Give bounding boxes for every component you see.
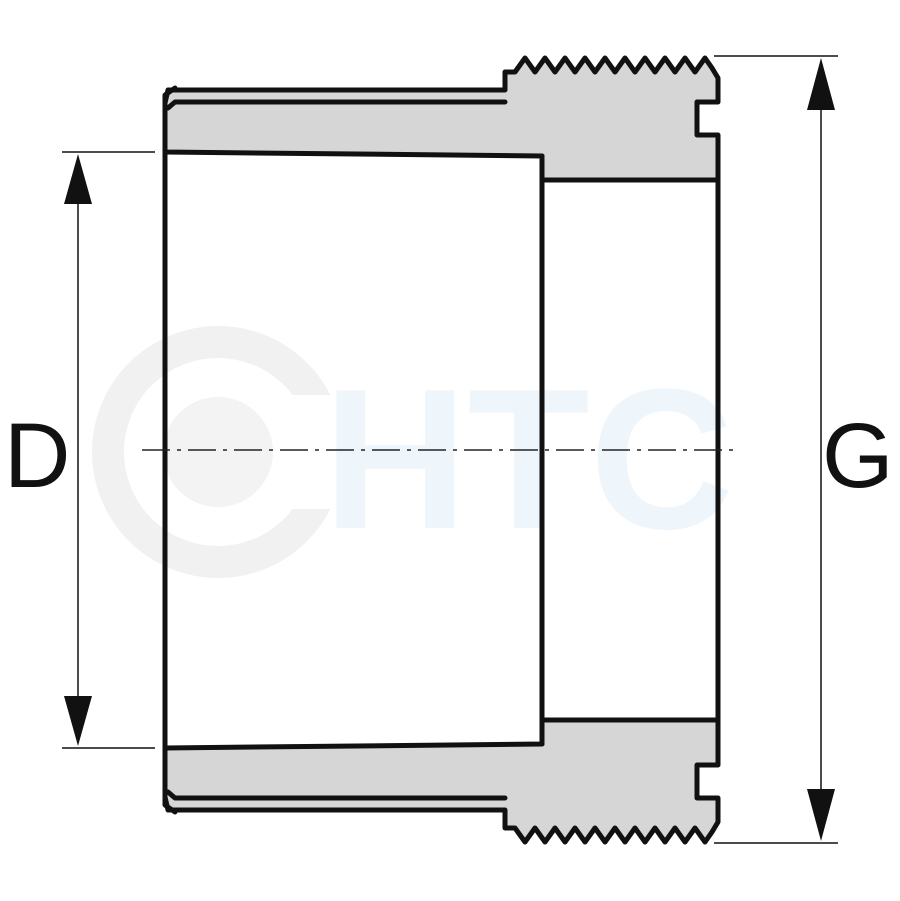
- watermark-ring-icon: [92, 326, 350, 578]
- dimension-g-label: G: [822, 405, 894, 507]
- dimension-g: G: [714, 55, 894, 844]
- upper-wall-section: [162, 55, 721, 183]
- spigot-outer-outline: [165, 99, 508, 801]
- arrow-up-icon: [807, 58, 835, 110]
- dimension-d: D: [4, 151, 155, 749]
- watermark-logo: HTC: [92, 326, 734, 578]
- arrow-down-icon: [807, 789, 835, 841]
- arrow-down-icon: [64, 696, 92, 746]
- dimension-d-label: D: [4, 405, 70, 507]
- lower-wall-section: [162, 717, 721, 845]
- arrow-up-icon: [64, 154, 92, 204]
- watermark-text: HTC: [323, 348, 734, 571]
